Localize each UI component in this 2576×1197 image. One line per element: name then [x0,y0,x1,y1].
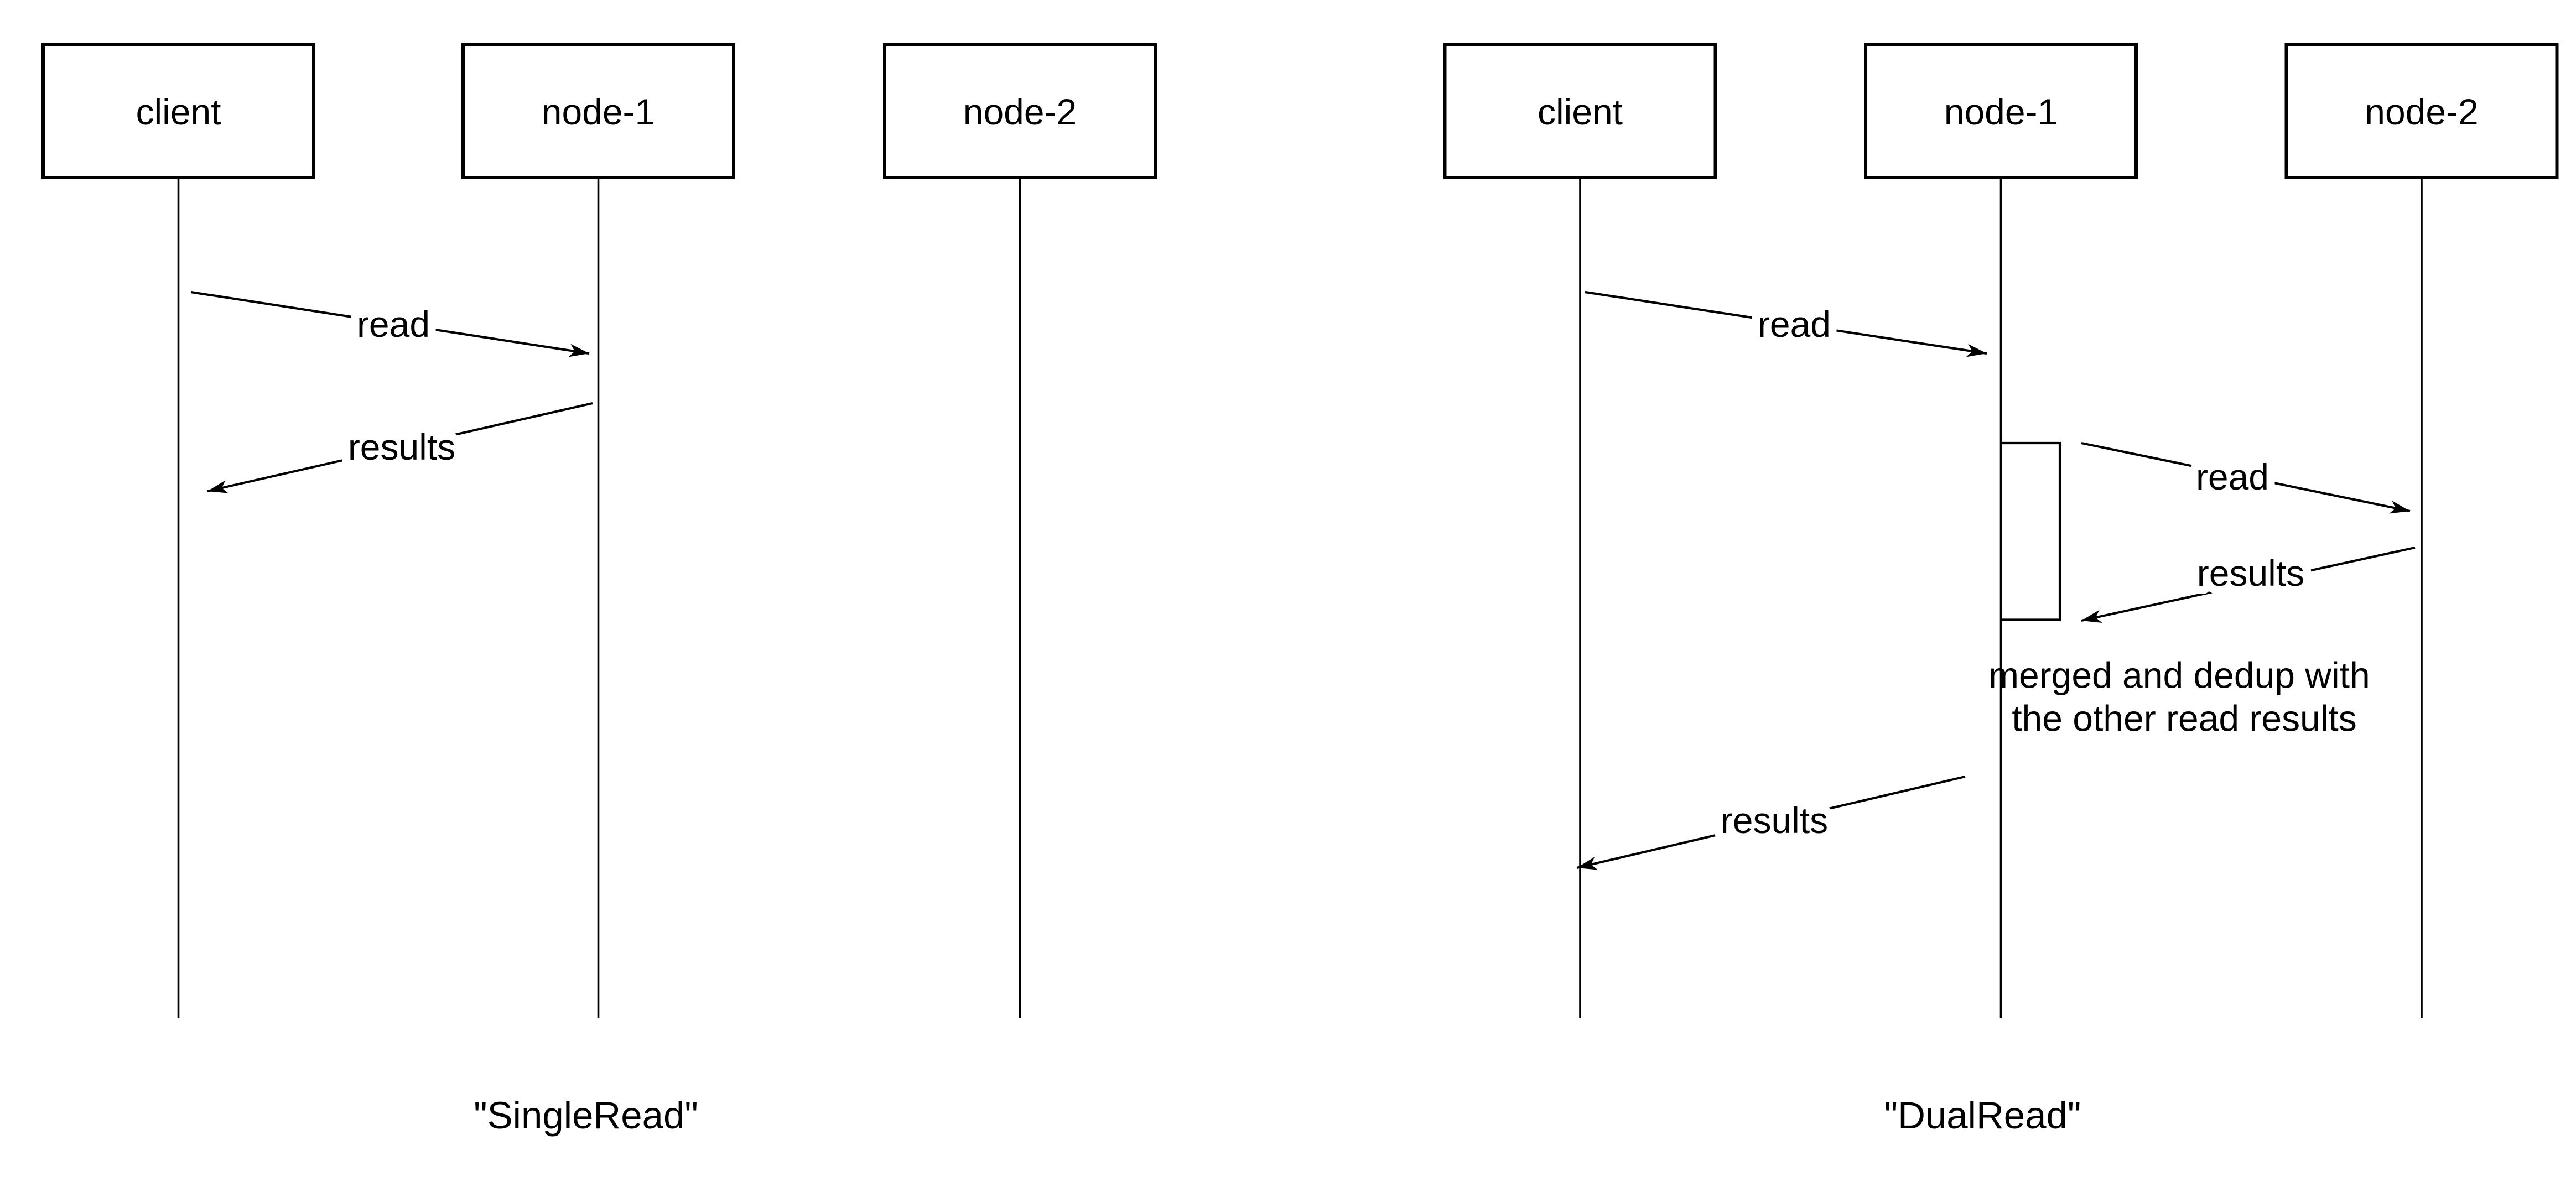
message-label-results: results [348,426,455,467]
message-arrow-read [190,290,590,357]
message-label-results: results [2197,553,2304,594]
note-text: merged and dedup with the other read res… [1988,654,2380,738]
message-label-results: results [1721,800,1828,841]
actor-label-client: client [1538,91,1623,132]
actor-label-node-2: node-2 [963,91,1077,132]
actor-box-node-2 [883,43,1157,179]
message-arrow-read [1585,290,1987,357]
activation-bracket [2001,441,2061,621]
message-arrow-results [207,402,593,493]
diagram-single-read: client node-1 node-2 read results "Singl… [41,43,1157,1137]
message-arrow-results [1576,775,1966,870]
diagram-dual-read: client node-1 node-2 read read results m… [1443,43,2559,1137]
actor-label-client: client [136,91,221,132]
actor-box-client [1443,43,1717,179]
note-text-line2: the other read results [2012,698,2357,738]
actor-box-client [41,43,316,179]
message-arrow-read [2081,441,2411,514]
actor-box-node-1 [1863,43,2138,179]
message-label-read: read [1758,304,1831,345]
message-label-read: read [357,304,430,345]
message-label-read: read [2196,456,2269,497]
actor-box-node-1 [461,43,736,179]
actor-label-node-1: node-1 [542,91,655,132]
note-text-line1: merged and dedup with [1988,654,2370,695]
diagram-caption-dual-read: "DualRead" [1884,1094,2081,1137]
actor-label-node-1: node-1 [1944,91,2058,132]
diagram-caption-single-read: "SingleRead" [474,1094,698,1137]
actor-label-node-2: node-2 [2365,91,2478,132]
message-arrow-results [2081,546,2416,623]
actor-box-node-2 [2284,43,2559,179]
